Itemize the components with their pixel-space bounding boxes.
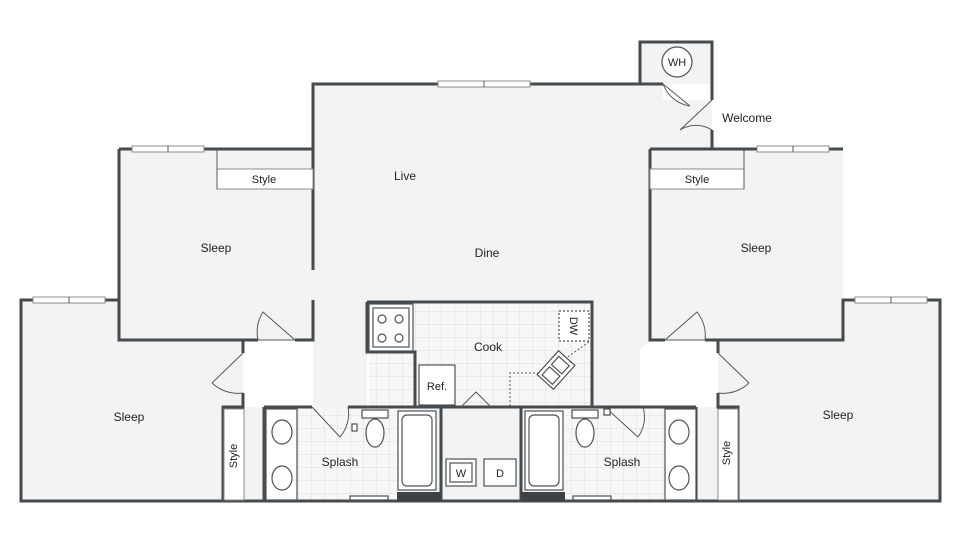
dishwasher [558, 310, 590, 342]
entry-label: Welcome [722, 111, 772, 125]
dryer [483, 458, 517, 487]
washer-label: W [456, 468, 467, 480]
burner [394, 314, 404, 324]
labels: Live Dine Cook Welcome Sleep Sleep Sleep… [114, 57, 854, 480]
water-heater [661, 46, 693, 78]
sink [271, 465, 293, 491]
bedroom-label-right: Sleep [741, 241, 772, 255]
toilet-tank [361, 409, 389, 419]
closet-label-lower-right: Style [721, 441, 733, 465]
walls [19, 40, 942, 503]
refrigerator-label: Ref. [427, 381, 447, 393]
bathroom-a-fixtures [265, 408, 441, 501]
doors [211, 83, 750, 438]
refrigerator [418, 364, 456, 406]
bathroom-b-fixtures [521, 408, 697, 501]
burner [394, 333, 404, 343]
burner [377, 333, 387, 343]
closet-label-lower-left: Style [228, 444, 240, 468]
water-heater-label: WH [668, 57, 686, 69]
burner [377, 314, 387, 324]
laundry [445, 458, 517, 487]
closets [216, 150, 745, 501]
dining-label: Dine [475, 246, 500, 260]
bedroom-label-left: Sleep [201, 241, 232, 255]
dishwasher-label: DW [567, 317, 579, 336]
kitchen-fixtures [368, 303, 590, 406]
toilet [365, 418, 385, 448]
sink [668, 465, 690, 491]
toilet-tank [571, 409, 599, 419]
kitchen-label: Cook [474, 340, 503, 354]
range-top [372, 307, 410, 348]
baseboards [349, 495, 612, 501]
windows [32, 80, 928, 304]
closet-label-right: Style [685, 174, 709, 186]
dryer-label: D [496, 468, 504, 480]
toilet [575, 418, 595, 448]
sink [271, 419, 293, 445]
sink [668, 419, 690, 445]
bathroom-label-left: Splash [322, 455, 359, 469]
bathroom-label-right: Splash [604, 455, 641, 469]
bedroom-label-lower-right: Sleep [823, 408, 854, 422]
closet-label-left: Style [252, 174, 276, 186]
washer-inner [449, 462, 473, 483]
living-label: Live [394, 169, 416, 183]
floor-areas [21, 42, 940, 501]
bedroom-label-lower-left: Sleep [114, 410, 145, 424]
